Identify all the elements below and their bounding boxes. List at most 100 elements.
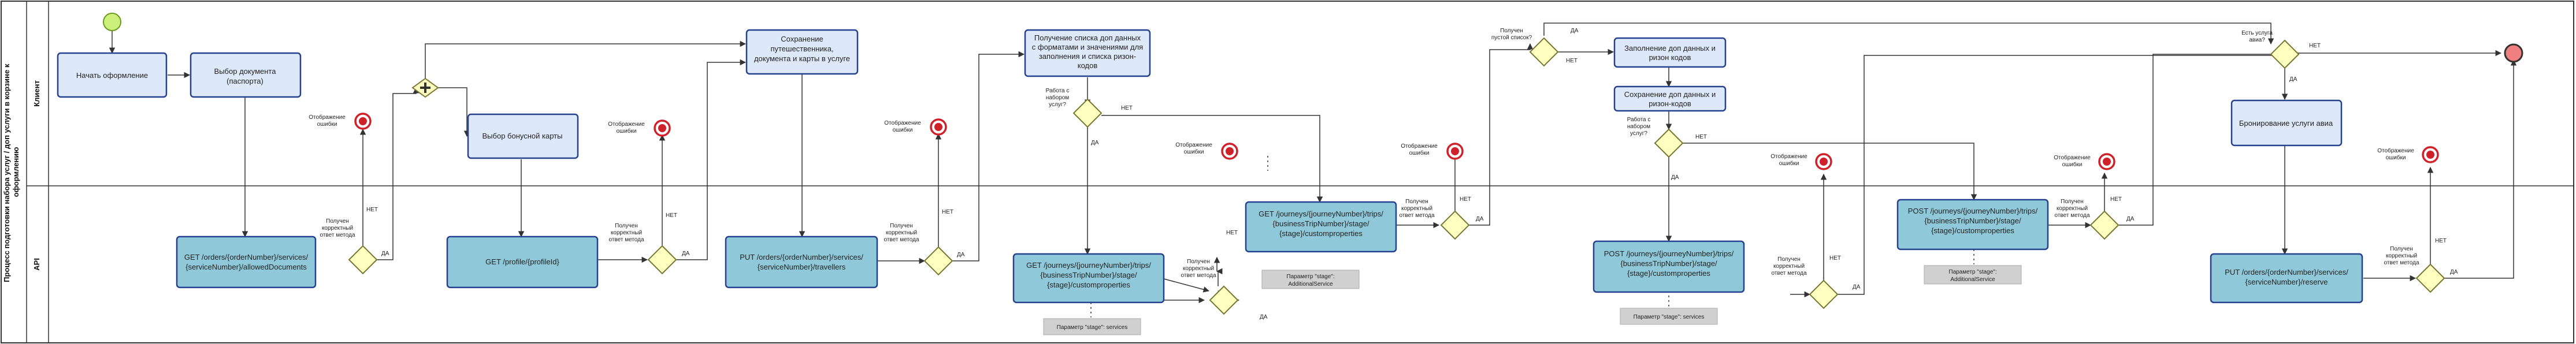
- task-fill-extra: Заполнение доп данных и ризон кодов: [1613, 37, 1727, 68]
- no-label: НЕТ: [1695, 134, 1707, 140]
- gateway-check-3: [923, 246, 953, 276]
- no-label: НЕТ: [1460, 196, 1471, 203]
- error-event-6: [1815, 153, 1832, 170]
- lane-client-label: Клиент: [32, 80, 41, 107]
- api-put-reserve: PUT /orders/{orderNumber}/services/ {ser…: [2210, 253, 2363, 304]
- yes-label: ДА: [381, 250, 389, 257]
- svg-text:Параметр "stage": services: Параметр "stage": services: [1634, 314, 1705, 320]
- error-event-8: [2422, 146, 2439, 163]
- svg-text:Сохранение: Сохранение: [781, 35, 823, 43]
- svg-text:{serviceNumber}/reserve: {serviceNumber}/reserve: [2245, 278, 2328, 286]
- svg-text:Параметр "stage":: Параметр "stage":: [1948, 269, 1996, 275]
- svg-text:Бронирование услуги авиа: Бронирование услуги авиа: [2239, 119, 2333, 128]
- yes-label: ДА: [1571, 28, 1579, 34]
- svg-text:Получение списка доп данных: Получение списка доп данных: [1034, 33, 1141, 42]
- svg-text:Параметр "stage":: Параметр "stage":: [1286, 274, 1334, 280]
- svg-text:ризон-кодов: ризон-кодов: [1649, 99, 1691, 108]
- svg-text:{businessTripNumber}/stage/: {businessTripNumber}/stage/: [1040, 271, 1137, 279]
- svg-text:{businessTripNumber}/stage/: {businessTripNumber}/stage/: [1620, 259, 1717, 268]
- pool-title: Процесс подготовки набора услуг / доп ус…: [2, 62, 20, 282]
- yes-label: ДА: [682, 250, 690, 257]
- svg-text:POST /journeys/{journeyNumber}: POST /journeys/{journeyNumber}/trips/: [1908, 207, 2038, 215]
- error-event-1: [354, 113, 372, 130]
- gateway-work-set-2: [1654, 128, 1684, 158]
- gateway-check-5: [1440, 210, 1470, 240]
- svg-text:GET /journeys/{journeyNumber}/: GET /journeys/{journeyNumber}/trips/: [1259, 210, 1383, 218]
- gateway-empty-list: [1529, 37, 1559, 67]
- api-get-customproperties-services: GET /journeys/{journeyNumber}/trips/ {bu…: [1012, 253, 1165, 304]
- error-event-7: [2098, 153, 2115, 170]
- svg-text:путешественника,: путешественника,: [770, 44, 833, 53]
- svg-text:кодов: кодов: [1078, 61, 1098, 70]
- api-post-customproperties-additional: POST /journeys/{journeyNumber}/trips/ {b…: [1896, 199, 2049, 250]
- no-label: НЕТ: [942, 209, 953, 215]
- svg-text:AdditionalService: AdditionalService: [1288, 281, 1333, 287]
- no-label: НЕТ: [2435, 238, 2447, 244]
- svg-text:{stage}/customproperties: {stage}/customproperties: [1931, 226, 2014, 235]
- svg-text:{stage}/customproperties: {stage}/customproperties: [1279, 229, 1363, 238]
- svg-text:GET /profile/{profileId}: GET /profile/{profileId}: [485, 257, 559, 266]
- svg-text:Выбор документа: Выбор документа: [214, 67, 277, 76]
- yes-label: ДА: [2289, 76, 2297, 83]
- task-start-order: Начать оформление: [57, 52, 168, 98]
- yes-label: ДА: [1091, 140, 1099, 146]
- gateway-check-8: [2415, 263, 2445, 293]
- svg-text:{serviceNumber}/travellers: {serviceNumber}/travellers: [758, 263, 846, 271]
- svg-text:Начать оформление: Начать оформление: [76, 71, 148, 80]
- api-get-profile: GET /profile/{profileId}: [446, 235, 599, 289]
- api-put-travellers: PUT /orders/{orderNumber}/services/ {ser…: [725, 235, 878, 289]
- yes-label: ДА: [2126, 216, 2135, 222]
- svg-text:{stage}/customproperties: {stage}/customproperties: [1047, 281, 1130, 289]
- gateway-check-7: [2089, 210, 2120, 240]
- yes-label: ДА: [1671, 174, 1679, 181]
- svg-text:GET /journeys/{journeyNumber}/: GET /journeys/{journeyNumber}/trips/: [1026, 261, 1151, 270]
- svg-text:PUT /orders/{orderNumber}/serv: PUT /orders/{orderNumber}/services/: [2225, 268, 2348, 276]
- svg-text:с форматами и значениями для: с форматами и значениями для: [1032, 43, 1143, 51]
- task-save-extra: Сохранение доп данных и ризон-кодов: [1613, 85, 1727, 112]
- svg-text:Параметр "stage": services: Параметр "stage": services: [1057, 324, 1128, 331]
- no-label: НЕТ: [666, 212, 677, 219]
- gateway-check-4: [1209, 285, 1239, 315]
- api-post-customproperties-services: POST /journeys/{journeyNumber}/trips/ {b…: [1593, 240, 1745, 293]
- svg-text:POST /journeys/{journeyNumber}: POST /journeys/{journeyNumber}/trips/: [1604, 249, 1734, 258]
- yes-label: ДА: [2450, 269, 2458, 275]
- svg-text:заполнения и списка ризон-: заполнения и списка ризон-: [1039, 52, 1136, 61]
- task-bonus-card: Выбор бонусной карты: [467, 113, 579, 159]
- svg-text:{businessTripNumber}/stage/: {businessTripNumber}/stage/: [1924, 216, 2021, 225]
- task-save-traveller: Сохранение путешественника, документа и …: [745, 29, 859, 75]
- no-label: НЕТ: [1829, 255, 1841, 261]
- error-event-2: [654, 119, 671, 137]
- note-stage-services-1: Параметр "stage": services: [1043, 318, 1141, 335]
- error-event-5: [1446, 143, 1464, 160]
- error-events: [354, 113, 2439, 170]
- svg-text:ризон кодов: ризон кодов: [1649, 53, 1691, 62]
- note-stage-additional-2: Параметр "stage": AdditionalService: [1924, 265, 2022, 285]
- gateway-check-2: [647, 245, 677, 275]
- yes-label: ДА: [1476, 216, 1484, 222]
- error-event-4: [1221, 143, 1238, 160]
- yes-label: ДА: [957, 252, 965, 258]
- api-get-customproperties-additional: GET /journeys/{journeyNumber}/trips/ {bu…: [1245, 201, 1397, 253]
- svg-text:(паспорта): (паспорта): [227, 77, 263, 85]
- gateways: [348, 37, 2445, 315]
- gateway-is-air: [2270, 39, 2300, 69]
- gateway-work-set-1: [1072, 98, 1103, 128]
- svg-text:PUT /orders/{orderNumber}/serv: PUT /orders/{orderNumber}/services/: [740, 253, 863, 261]
- svg-text:{stage}/customproperties: {stage}/customproperties: [1627, 269, 1710, 278]
